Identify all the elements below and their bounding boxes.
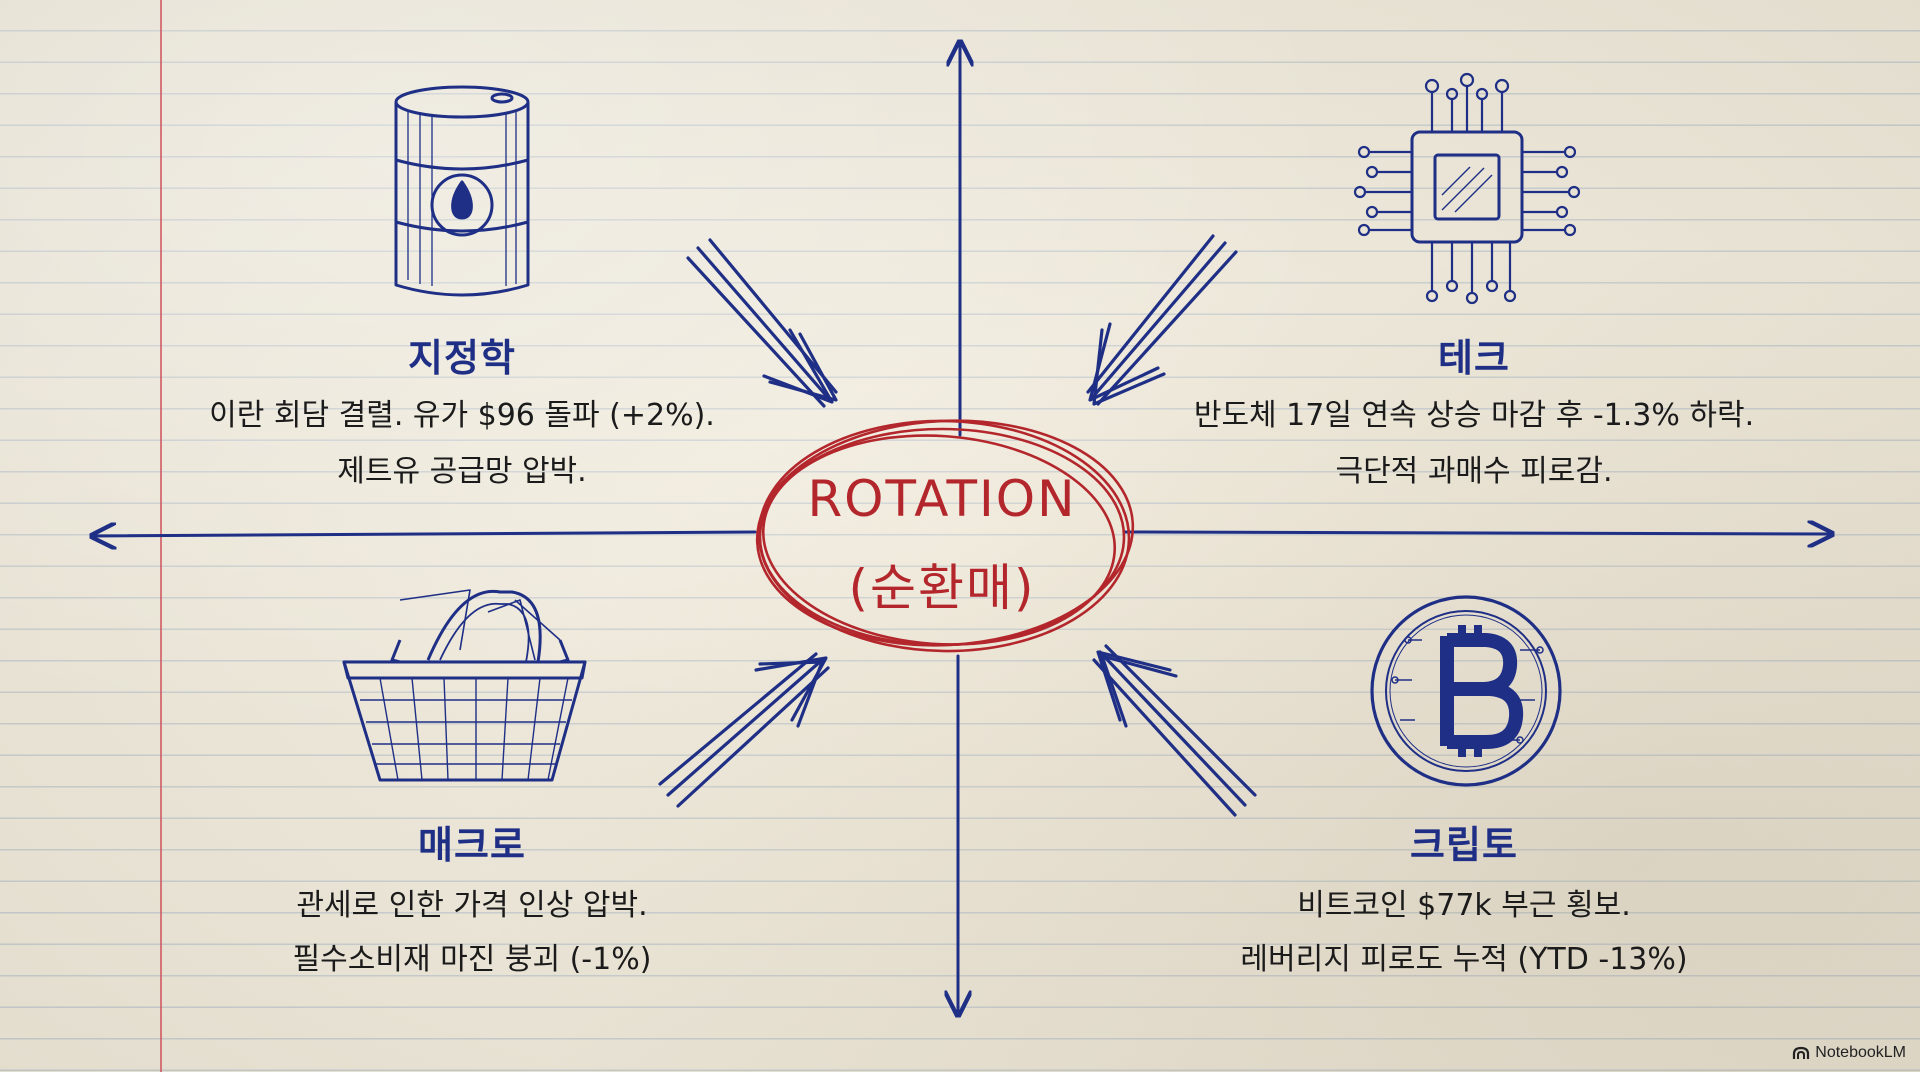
tech-line-2: 극단적 과매수 피로감. xyxy=(1335,454,1613,489)
arrow-from-macro xyxy=(658,652,830,808)
oil-barrel-icon xyxy=(394,85,530,297)
center-circle xyxy=(755,419,1135,653)
crypto-title: 크립토 xyxy=(1410,823,1518,867)
arrow-from-crypto xyxy=(1092,644,1257,817)
axis-left xyxy=(92,532,757,536)
microchip-icon xyxy=(1353,72,1581,305)
axes xyxy=(92,42,1832,1015)
shopping-basket-icon xyxy=(342,589,587,782)
geopolitics-title: 지정학 xyxy=(408,336,516,380)
geopolitics-line-1: 이란 회담 결렬. 유가 $96 돌파 (+2%). xyxy=(209,398,715,433)
bitcoin-coin-icon xyxy=(1370,595,1562,787)
watermark-text: NotebookLM xyxy=(1815,1044,1906,1061)
geopolitics-line-2: 제트유 공급망 압박. xyxy=(337,454,587,489)
center-label-english: ROTATION xyxy=(807,470,1077,528)
macro-line-1: 관세로 인한 가격 인상 압박. xyxy=(296,888,648,923)
crypto-line-1: 비트코인 $77k 부근 횡보. xyxy=(1297,888,1631,923)
macro-line-2: 필수소비재 마진 붕괴 (-1%) xyxy=(292,942,652,977)
notebooklm-watermark: NotebookLM xyxy=(1792,1044,1906,1062)
arrow-from-tech xyxy=(1086,234,1238,406)
arrow-from-geopolitics xyxy=(686,238,838,408)
tech-title: 테크 xyxy=(1438,336,1510,380)
macro-title: 매크로 xyxy=(418,823,526,867)
axis-right xyxy=(1123,532,1832,534)
center-label-korean: (순환매) xyxy=(848,559,1036,617)
inward-arrows xyxy=(658,234,1257,817)
tech-line-1: 반도체 17일 연속 상승 마감 후 -1.3% 하락. xyxy=(1193,398,1755,433)
crypto-line-2: 레버리지 피로도 누적 (YTD -13%) xyxy=(1240,942,1688,977)
notebooklm-logo-icon xyxy=(1793,1046,1810,1059)
